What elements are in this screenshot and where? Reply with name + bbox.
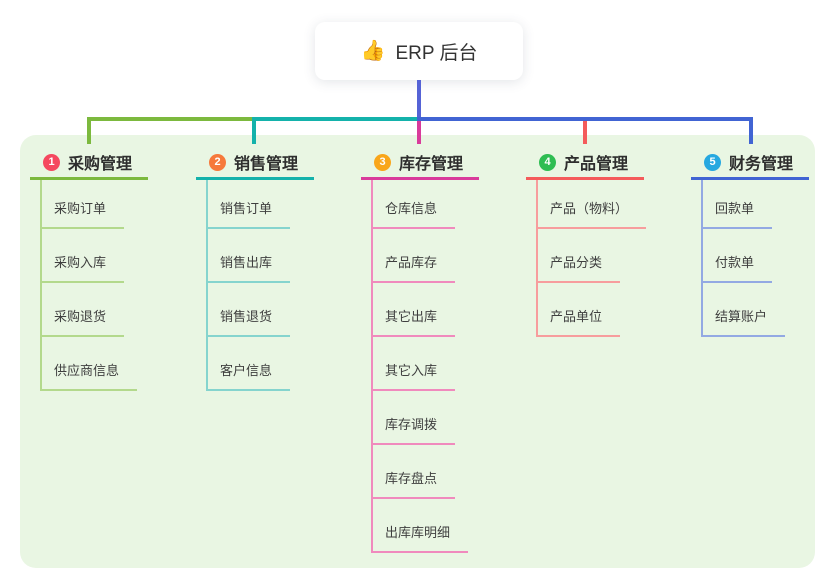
branch-number-badge: 5 [704, 153, 721, 171]
root-node-label: ERP 后台 [395, 42, 478, 64]
list-item: 回款单 [701, 180, 809, 229]
branch-purchase: 1 采购管理 采购订单 采购入库 采购退货 供应商信息 [30, 147, 148, 391]
list-item: 库存盘点 [371, 445, 479, 499]
list-item: 产品单位 [536, 283, 644, 337]
branch-number-badge: 2 [209, 153, 226, 171]
node-product-category[interactable]: 产品分类 [536, 252, 621, 283]
list-item: 产品（物料） [536, 180, 647, 229]
list-item: 销售出库 [206, 229, 314, 283]
connector-drop-finance [749, 117, 753, 144]
node-purchase-order[interactable]: 采购订单 [40, 198, 125, 229]
child-connector-line [536, 180, 538, 337]
node-product-unit[interactable]: 产品单位 [536, 306, 621, 337]
node-other-outbound[interactable]: 其它出库 [371, 306, 456, 337]
branch-label: 销售管理 [234, 156, 299, 173]
node-supplier-info[interactable]: 供应商信息 [40, 360, 138, 391]
list-item: 付款单 [701, 229, 809, 283]
node-warehouse-info[interactable]: 仓库信息 [371, 198, 456, 229]
node-receipt-bill[interactable]: 回款单 [701, 198, 773, 229]
list-item: 客户信息 [206, 337, 314, 391]
branch-product: 4 产品管理 产品（物料） 产品分类 产品单位 [526, 147, 647, 337]
list-item: 销售订单 [206, 180, 314, 229]
node-product-material[interactable]: 产品（物料） [536, 198, 647, 229]
branch-title-product[interactable]: 4 产品管理 [526, 147, 644, 180]
branch-sales: 2 销售管理 销售订单 销售出库 销售退货 客户信息 [196, 147, 314, 391]
connector-drop-inventory [417, 117, 421, 144]
connector-bus-finance [417, 117, 753, 121]
connector-bus-purchase [87, 117, 254, 121]
connector-drop-product [583, 117, 587, 144]
branch-number-badge: 4 [539, 153, 556, 171]
node-sales-order[interactable]: 销售订单 [206, 198, 291, 229]
branch-title-finance[interactable]: 5 财务管理 [691, 147, 809, 180]
branch-title-inventory[interactable]: 3 库存管理 [361, 147, 479, 180]
node-settlement-account[interactable]: 结算账户 [701, 306, 786, 337]
list-item: 供应商信息 [40, 337, 148, 391]
list-item: 出库库明细 [371, 499, 479, 553]
node-sales-outbound[interactable]: 销售出库 [206, 252, 291, 283]
node-customer-info[interactable]: 客户信息 [206, 360, 291, 391]
list-item: 产品分类 [536, 229, 644, 283]
branch-label: 产品管理 [564, 156, 629, 173]
thumbs-up-icon: 👍 [360, 40, 386, 62]
branch-label: 财务管理 [729, 156, 794, 173]
list-item: 其它出库 [371, 283, 479, 337]
list-item: 采购入库 [40, 229, 148, 283]
node-purchase-inbound[interactable]: 采购入库 [40, 252, 125, 283]
branches-panel [20, 135, 815, 568]
root-connector-line [417, 80, 421, 118]
node-other-inbound[interactable]: 其它入库 [371, 360, 456, 391]
list-item: 销售退货 [206, 283, 314, 337]
branch-children: 仓库信息 产品库存 其它出库 其它入库 库存调拨 库存盘点 出库库明细 [371, 180, 479, 553]
list-item: 采购订单 [40, 180, 148, 229]
list-item: 其它入库 [371, 337, 479, 391]
list-item: 库存调拨 [371, 391, 479, 445]
branch-number-badge: 3 [374, 153, 391, 171]
branch-label: 库存管理 [399, 156, 464, 173]
node-payment-bill[interactable]: 付款单 [701, 252, 773, 283]
connector-drop-sales [252, 117, 256, 144]
node-purchase-return[interactable]: 采购退货 [40, 306, 125, 337]
branch-finance: 5 财务管理 回款单 付款单 结算账户 [691, 147, 809, 337]
branch-children: 产品（物料） 产品分类 产品单位 [536, 180, 647, 337]
child-connector-line [701, 180, 703, 337]
branch-inventory: 3 库存管理 仓库信息 产品库存 其它出库 其它入库 库存调拨 库存盘点 出库库… [361, 147, 479, 553]
list-item: 采购退货 [40, 283, 148, 337]
node-product-stock[interactable]: 产品库存 [371, 252, 456, 283]
connector-drop-purchase [87, 117, 91, 144]
child-connector-line [371, 180, 373, 553]
branch-children: 回款单 付款单 结算账户 [701, 180, 809, 337]
branch-children: 采购订单 采购入库 采购退货 供应商信息 [40, 180, 148, 391]
node-sales-return[interactable]: 销售退货 [206, 306, 291, 337]
branch-label: 采购管理 [68, 156, 133, 173]
list-item: 结算账户 [701, 283, 809, 337]
branch-number-badge: 1 [43, 153, 60, 171]
node-stock-check[interactable]: 库存盘点 [371, 468, 456, 499]
list-item: 产品库存 [371, 229, 479, 283]
branch-title-sales[interactable]: 2 销售管理 [196, 147, 314, 180]
root-node[interactable]: 👍 ERP 后台 [315, 22, 523, 80]
branch-children: 销售订单 销售出库 销售退货 客户信息 [206, 180, 314, 391]
branch-title-purchase[interactable]: 1 采购管理 [30, 147, 148, 180]
node-outbound-detail[interactable]: 出库库明细 [371, 522, 469, 553]
connector-bus-sales [252, 117, 419, 121]
node-stock-transfer[interactable]: 库存调拨 [371, 414, 456, 445]
child-connector-line [206, 180, 208, 391]
child-connector-line [40, 180, 42, 391]
list-item: 仓库信息 [371, 180, 479, 229]
